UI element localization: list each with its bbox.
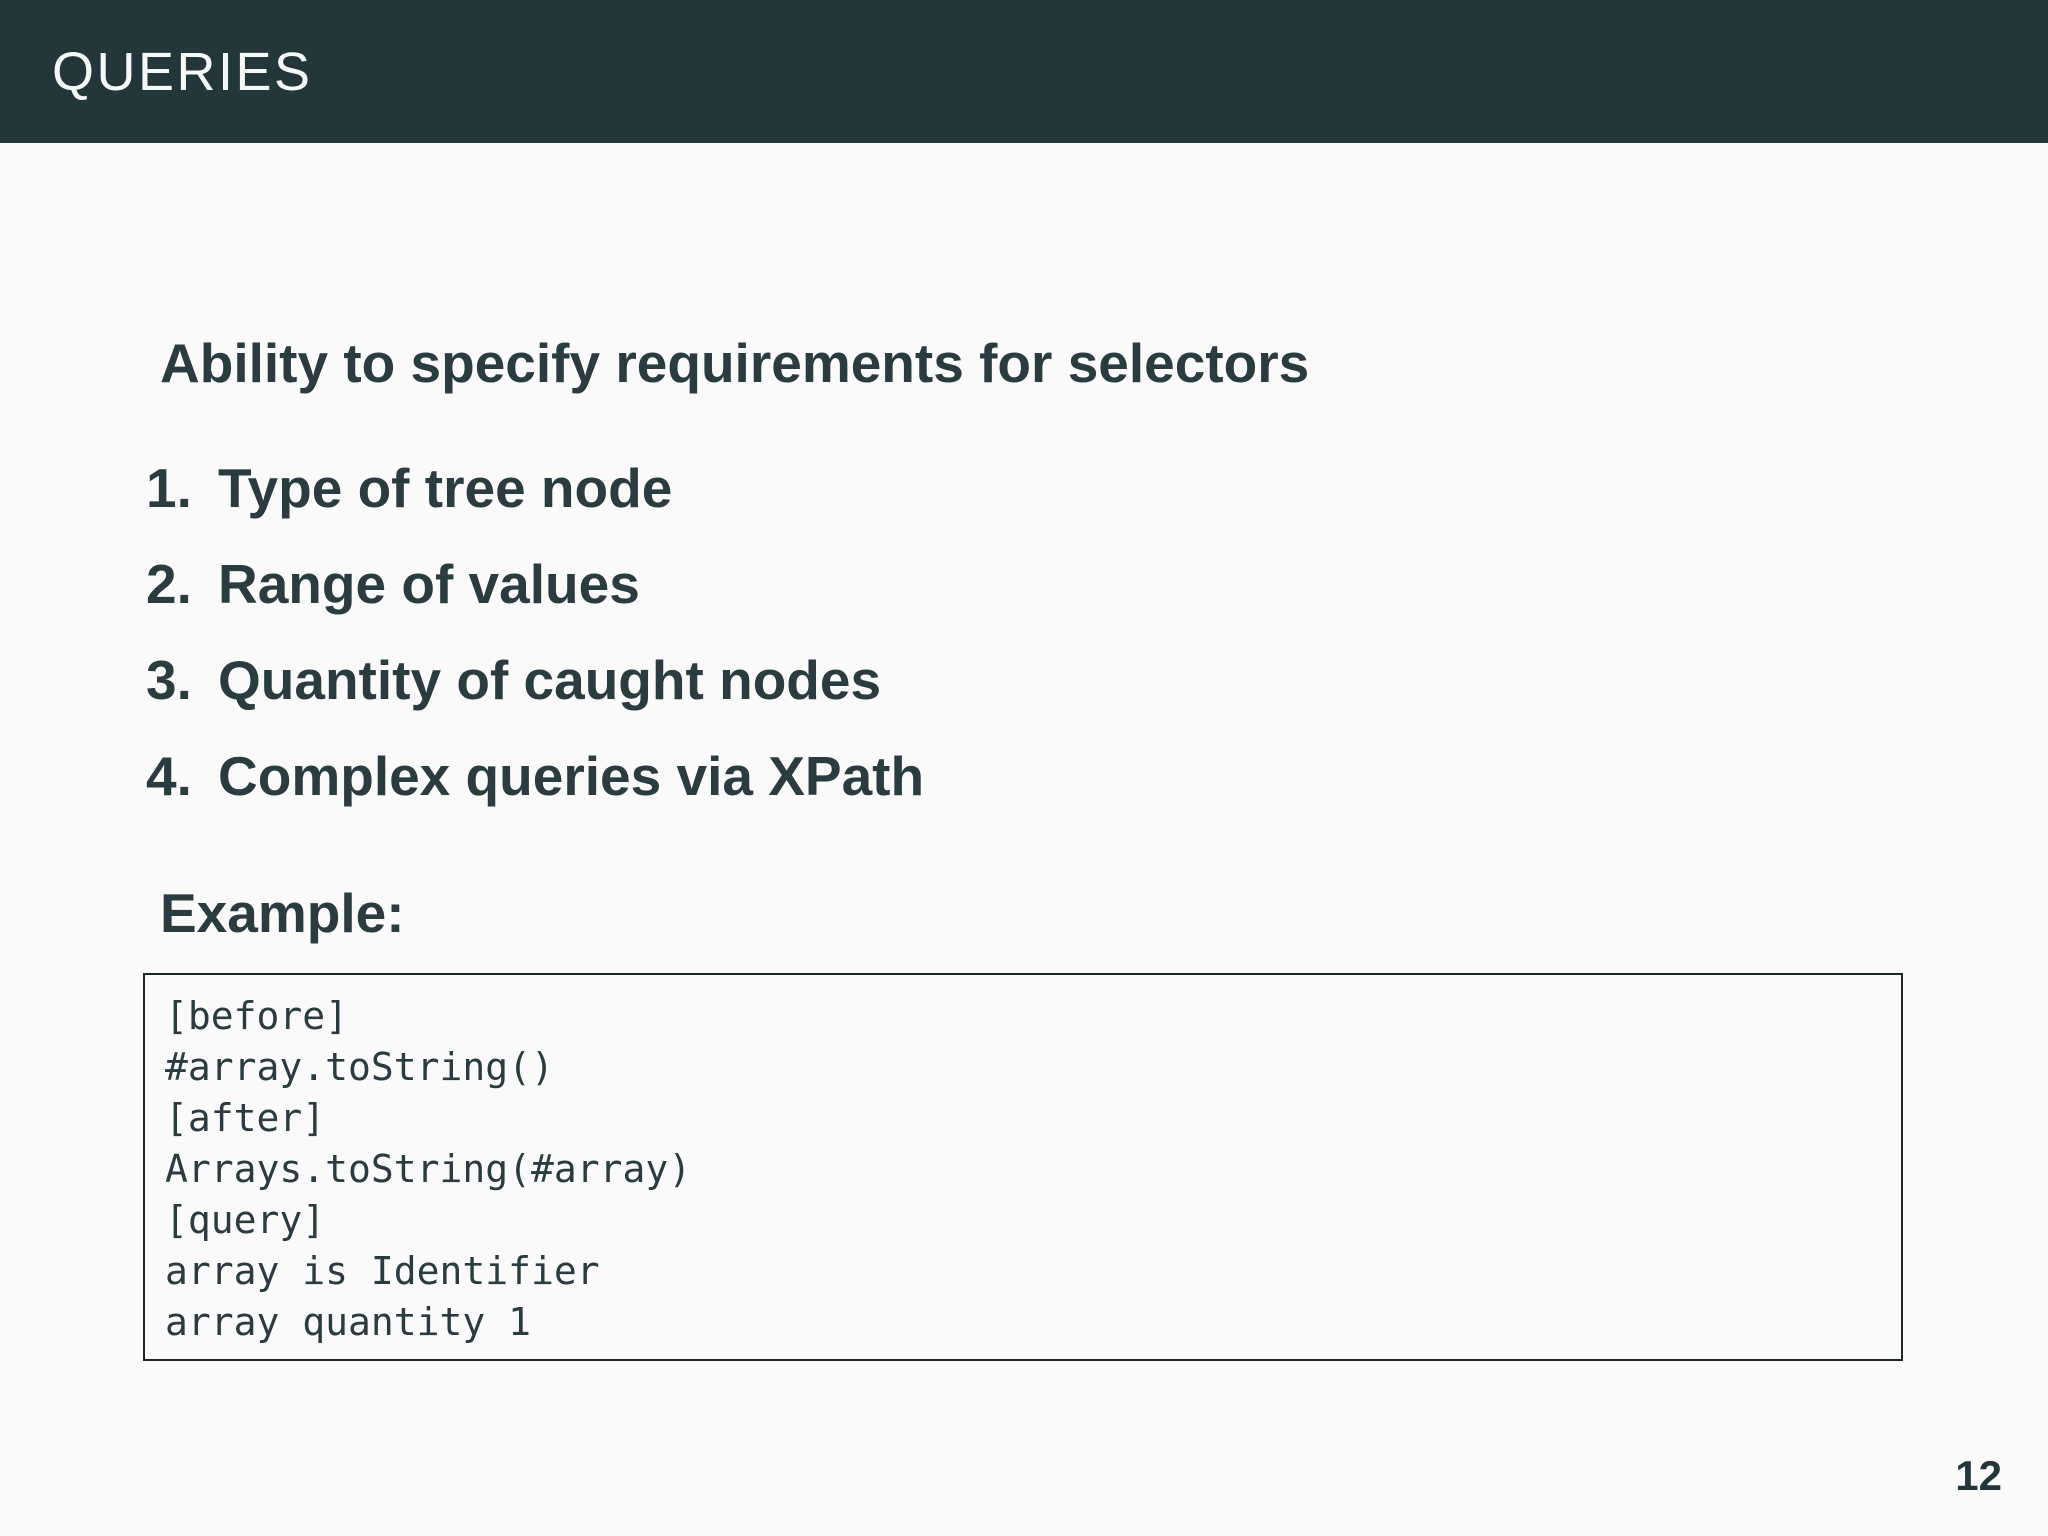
list-item: 1. Type of tree node xyxy=(146,440,1846,536)
code-example-box: [before] #array.toString() [after] Array… xyxy=(143,973,1903,1361)
slide-title: QUERIES xyxy=(52,41,313,102)
list-item-text: Type of tree node xyxy=(218,457,673,519)
list-item-number: 1. xyxy=(146,457,192,519)
numbered-list: 1. Type of tree node 2. Range of values … xyxy=(146,440,1846,824)
code-example-text: [before] #array.toString() [after] Array… xyxy=(165,994,692,1344)
list-item-text: Range of values xyxy=(218,553,640,615)
list-item-text: Complex queries via XPath xyxy=(218,745,925,807)
page-number: 12 xyxy=(1955,1452,2002,1499)
list-item-number: 3. xyxy=(146,649,192,711)
list-item-number: 4. xyxy=(146,745,192,807)
list-item: 3. Quantity of caught nodes xyxy=(146,632,1846,728)
body-heading: Ability to specify requirements for sele… xyxy=(160,332,1310,394)
slide-header-bar: QUERIES xyxy=(0,0,2048,143)
list-item-text: Quantity of caught nodes xyxy=(218,649,882,711)
example-label: Example: xyxy=(160,882,405,944)
list-item: 2. Range of values xyxy=(146,536,1846,632)
list-item: 4. Complex queries via XPath xyxy=(146,728,1846,824)
list-item-number: 2. xyxy=(146,553,192,615)
